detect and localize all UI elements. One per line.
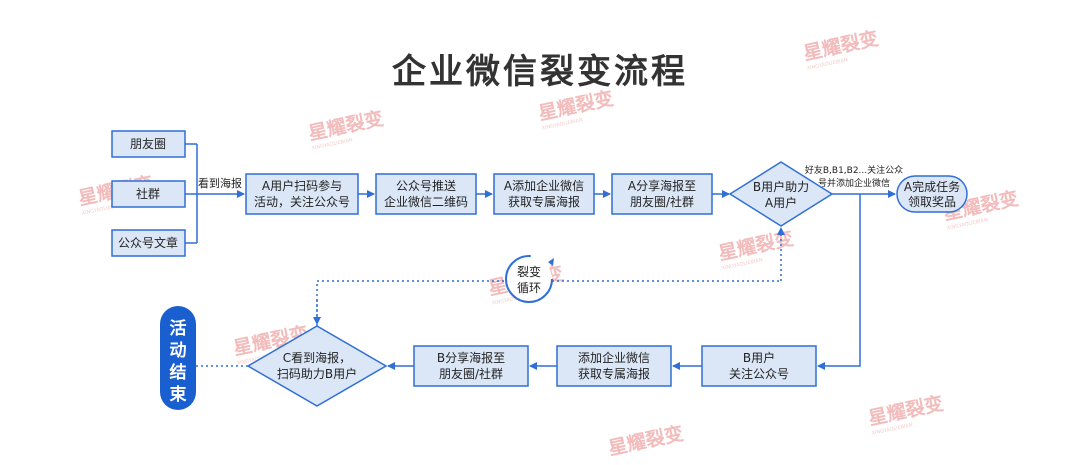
- source-connectors: 看到海报: [185, 143, 245, 244]
- svg-text:循环: 循环: [517, 281, 541, 295]
- svg-text:公众号推送: 公众号推送: [396, 178, 456, 193]
- svg-text:活: 活: [170, 318, 187, 339]
- loop-node: 裂变 循环: [505, 255, 554, 303]
- loop-arrow-icon: [548, 258, 554, 266]
- connector-down: [817, 194, 861, 370]
- svg-text:活动，关注公众号: 活动，关注公众号: [254, 194, 350, 209]
- page-title: 企业微信裂变流程: [392, 52, 688, 92]
- svg-text:C看到海报，: C看到海报，: [283, 350, 351, 365]
- svg-text:领取奖品: 领取奖品: [908, 195, 956, 209]
- step-a-add-wecom: A添加企业微信 获取专属海报: [493, 173, 595, 215]
- svg-text:朋友圈/社群: 朋友圈/社群: [439, 366, 503, 381]
- svg-text:公众号文章: 公众号文章: [118, 235, 178, 250]
- svg-text:动: 动: [170, 341, 187, 361]
- svg-text:B用户: B用户: [743, 350, 775, 365]
- step-b-follow: B用户 关注公众号: [701, 345, 817, 387]
- svg-text:扫码助力B用户: 扫码助力B用户: [277, 366, 357, 381]
- end-node: 活 动 结 束: [160, 306, 196, 410]
- svg-text:A用户: A用户: [765, 195, 797, 210]
- watermark-text: 星耀裂变: [606, 422, 685, 460]
- svg-text:关注公众号: 关注公众号: [729, 366, 789, 381]
- loop-connectors: [196, 227, 785, 367]
- source-article: 公众号文章: [111, 229, 186, 257]
- decision-b-help: B用户助力 A用户: [728, 161, 834, 227]
- svg-text:企业微信二维码: 企业微信二维码: [384, 194, 468, 209]
- friends-note-2: 号并添加企业微信: [818, 177, 890, 189]
- step-b-add-wecom: 添加企业微信 获取专属海报: [556, 345, 672, 387]
- svg-text:A用户扫码参与: A用户扫码参与: [262, 178, 342, 193]
- svg-text:B用户助力: B用户助力: [753, 179, 809, 194]
- step-push-qr: 公众号推送 企业微信二维码: [375, 173, 477, 215]
- svg-text:A完成任务: A完成任务: [904, 179, 960, 194]
- decision-c-scan: C看到海报， 扫码助力B用户: [246, 325, 388, 407]
- source-community: 社群: [111, 180, 186, 208]
- step-a-share: A分享海报至 朋友圈/社群: [611, 173, 713, 215]
- svg-text:获取专属海报: 获取专属海报: [578, 366, 650, 381]
- svg-text:裂变: 裂变: [517, 264, 541, 279]
- svg-text:获取专属海报: 获取专属海报: [508, 194, 580, 209]
- svg-text:结: 结: [170, 362, 187, 383]
- svg-text:束: 束: [170, 384, 187, 405]
- reward-node: A完成任务 领取奖品: [896, 175, 968, 213]
- svg-text:朋友圈: 朋友圈: [130, 137, 166, 151]
- svg-text:朋友圈/社群: 朋友圈/社群: [630, 194, 694, 209]
- see-poster-label: 看到海报: [198, 176, 242, 190]
- svg-text:A分享海报至: A分享海报至: [628, 178, 696, 193]
- svg-text:B分享海报至: B分享海报至: [437, 350, 505, 365]
- source-friends-circle: 朋友圈: [111, 130, 186, 158]
- svg-text:添加企业微信: 添加企业微信: [578, 350, 650, 365]
- svg-text:社群: 社群: [136, 186, 160, 201]
- step-a-scan: A用户扫码参与 活动，关注公众号: [245, 173, 359, 215]
- svg-text:A添加企业微信: A添加企业微信: [504, 178, 584, 193]
- step-b-share: B分享海报至 朋友圈/社群: [413, 345, 529, 387]
- friends-note-1: 好友B,B1,B2...关注公众: [805, 164, 903, 176]
